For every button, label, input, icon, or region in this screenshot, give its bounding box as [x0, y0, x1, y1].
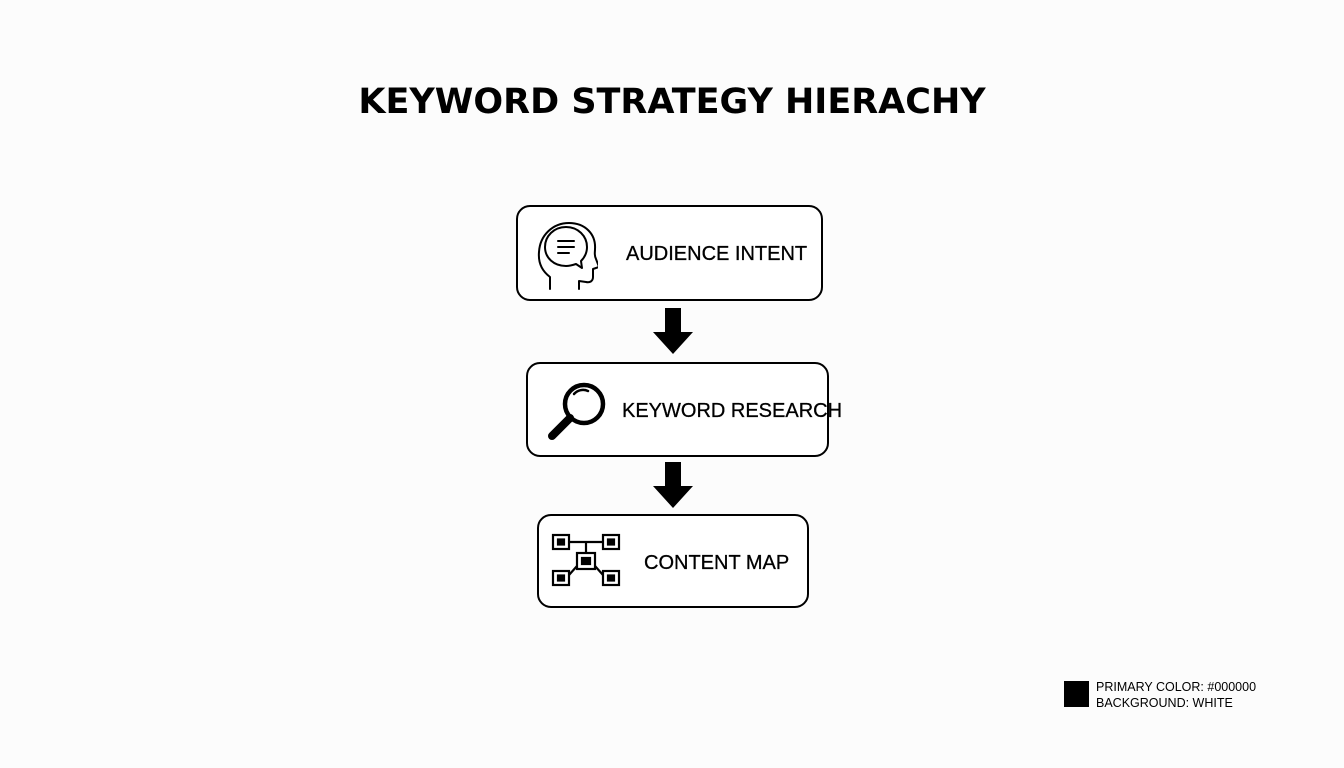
sitemap-icon [551, 533, 621, 587]
legend-primary-color: PRIMARY COLOR: #000000 [1096, 680, 1257, 694]
primary-color-swatch [1064, 681, 1089, 707]
legend-background: BACKGROUND: WHITE [1096, 696, 1233, 710]
magnifying-glass-icon [548, 382, 606, 440]
step-content-map: CONTENT MAP [537, 514, 809, 608]
step-audience-intent: AUDIENCE INTENT [516, 205, 823, 301]
page-title: KEYWORD STRATEGY HIERACHY [358, 82, 986, 122]
color-legend: PRIMARY COLOR: #000000 BACKGROUND: WHITE [1064, 680, 1324, 711]
step-label: CONTENT MAP [644, 552, 790, 574]
arrow-down-icon [653, 308, 693, 354]
step-keyword-research: KEYWORD RESEARCH [526, 362, 842, 457]
step-label: KEYWORD RESEARCH [622, 400, 843, 422]
step-label: AUDIENCE INTENT [626, 243, 808, 265]
arrow-down-icon [653, 462, 693, 508]
head-speech-bubble-icon [537, 222, 598, 290]
